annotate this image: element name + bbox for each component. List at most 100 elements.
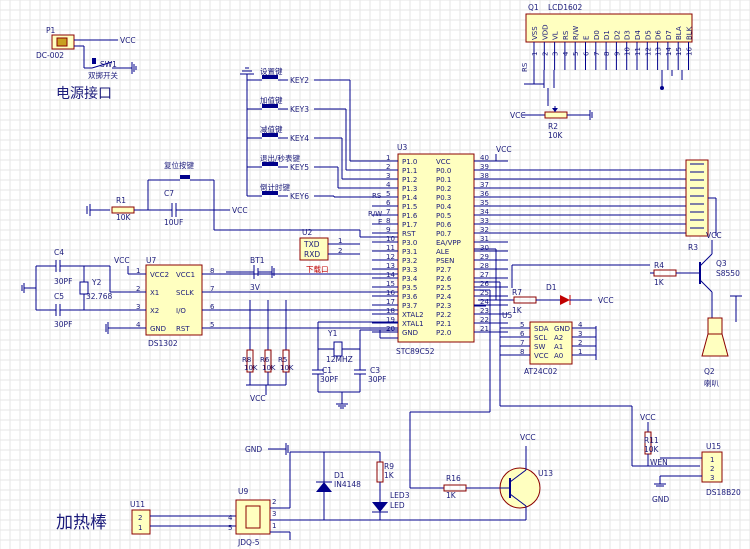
u3-vcc: VCC — [496, 145, 512, 154]
r2-ref: R2 — [548, 122, 558, 131]
u7-vcc: VCC — [114, 256, 130, 265]
key-label-2: 加值键 — [260, 95, 283, 105]
sw1-label: 双掷开关 — [88, 70, 118, 80]
battery-bt1: BT1 3V — [226, 256, 275, 292]
lcd-pin-label-rs: RS — [562, 30, 570, 40]
u15-net: WEN — [650, 458, 668, 467]
u3-right-num-28: 28 — [480, 262, 489, 270]
u3-ref: U3 — [397, 143, 407, 152]
relay-u9: U9 2 3 1 4 5 JDQ-5 GND — [228, 443, 380, 547]
r4-ref: R4 — [654, 261, 664, 270]
u5-lnum-2: 6 — [520, 330, 525, 338]
lcd-pin-label-vss: VSS — [531, 26, 539, 40]
u3-right-num-39: 39 — [480, 163, 489, 171]
u3-net-e: E — [378, 218, 382, 226]
u3-right-pin-33: P0.6 — [436, 221, 452, 229]
u5-left-vcc: VCC — [534, 352, 549, 360]
pullup-ref-r5: R5 — [278, 356, 287, 364]
u7-right-sclk: SCLK — [176, 289, 194, 297]
u2-ref: U2 — [302, 228, 312, 237]
u3-right-num-23: 23 — [480, 307, 489, 315]
lcd-pin-num-3: 3 — [552, 52, 560, 56]
temp-sensor: VCC R11 10K WEN U15 1 2 3 DS18B20 GND — [631, 406, 741, 504]
lcd-pin-label-e: E — [583, 36, 591, 40]
u9-pin4: 4 — [228, 514, 233, 522]
y1-ref: Y1 — [327, 329, 338, 338]
u3-right-num-32: 32 — [480, 226, 489, 234]
u15-pin1: 1 — [710, 456, 714, 464]
u3-left-pin-18: XTAL2 — [402, 311, 424, 319]
pullup-ref-r8: R8 — [242, 356, 251, 364]
key-label-1: 设置键 — [260, 66, 283, 76]
u3-left-pin-2: P1.1 — [402, 167, 417, 175]
lcd-pin-num-11: 11 — [634, 47, 642, 56]
u3-left-pin-11: P3.1 — [402, 248, 417, 256]
reset-vcc: VCC — [232, 206, 248, 215]
lcd-pin-num-13: 13 — [655, 47, 663, 56]
lcd-pin-label-d2: D2 — [613, 30, 621, 40]
lcd-pin-num-9: 9 — [613, 52, 621, 56]
u9-gnd: GND — [245, 445, 262, 454]
u3-left-pin-13: P3.3 — [402, 266, 417, 274]
key-label-4: 退出/秒表键 — [260, 153, 301, 163]
u5-right-a0: A0 — [554, 352, 563, 360]
u7-lnum-3: 3 — [136, 303, 140, 311]
r1-val: 10K — [116, 213, 132, 222]
u3-left-num-16: 16 — [386, 289, 395, 297]
c5-ref: C5 — [54, 292, 64, 301]
u3-left-pin-7: P1.6 — [402, 212, 418, 220]
d1led-ref: D1 — [546, 283, 557, 292]
pullup-val-r5: 10K — [280, 364, 294, 372]
u3-left-num-18: 18 — [386, 307, 395, 315]
u11-ref: U11 — [130, 500, 145, 509]
u3-right-num-21: 21 — [480, 325, 489, 333]
u9-ref: U9 — [238, 487, 248, 496]
u3-left-pin-3: P1.2 — [402, 176, 417, 184]
lcd-pin-num-1: 1 — [531, 52, 539, 56]
mcu-osc: Y1 12MHZ C1 30PF C3 30PF — [312, 321, 398, 409]
u3-right-num-38: 38 — [480, 172, 489, 180]
u3-left-pin-9: RST — [402, 230, 416, 238]
u3-right-num-35: 35 — [480, 199, 489, 207]
r11-val: 10K — [644, 445, 660, 454]
u15-gnd: GND — [652, 495, 669, 504]
u5-lnum-3: 7 — [520, 339, 524, 347]
diode-d1-in4148: D1 IN4148 — [316, 452, 361, 520]
r11-vcc: VCC — [640, 413, 656, 422]
u3-net-rw: R/W — [368, 210, 382, 218]
pot-r2: VCC R2 10K — [510, 88, 593, 140]
u15-pin2: 2 — [710, 465, 714, 473]
u3-right-num-25: 25 — [480, 289, 489, 297]
lcd-pin-num-5: 5 — [572, 52, 580, 56]
led3-indicator: R9 1K LED3 LED — [372, 452, 460, 521]
u5-right-a2: A2 — [554, 334, 563, 342]
u3-right-num-33: 33 — [480, 217, 489, 225]
power-caption: 电源接口 — [56, 85, 112, 102]
led3-label: LED — [390, 501, 405, 510]
u3-left-num-4: 4 — [386, 181, 391, 189]
lcd-pin-num-12: 12 — [644, 47, 652, 56]
c3-val: 30PF — [368, 375, 386, 384]
key-label-3: 减值键 — [260, 124, 283, 134]
u3-left-pin-20: GND — [402, 329, 418, 337]
lcd-pin-label-vdd: VDD — [541, 24, 549, 40]
u3-right-pin-21: P2.0 — [436, 329, 451, 337]
u7-rnum-2: 7 — [210, 285, 214, 293]
u3-right-num-26: 26 — [480, 280, 489, 288]
u3-part: STC89C52 — [396, 347, 435, 356]
u7-left-vcc2: VCC2 — [150, 271, 169, 279]
y2-val: 32.768 — [86, 292, 112, 301]
key-ref-1: KEY2 — [290, 76, 309, 85]
lcd-pin-num-15: 15 — [675, 47, 683, 56]
key-ref-5: KEY6 — [290, 192, 309, 201]
lcd-pin-num-2: 2 — [541, 52, 549, 56]
u5-rnum-2: 3 — [578, 330, 582, 338]
p1-vcc-label: VCC — [120, 36, 136, 45]
p1-ref: P1 — [46, 26, 56, 35]
u3-left-pin-16: P3.6 — [402, 293, 418, 301]
u3-left-num-9: 9 — [386, 226, 390, 234]
u5-lnum-1: 5 — [520, 321, 524, 329]
u7-lnum-1: 1 — [136, 267, 140, 275]
